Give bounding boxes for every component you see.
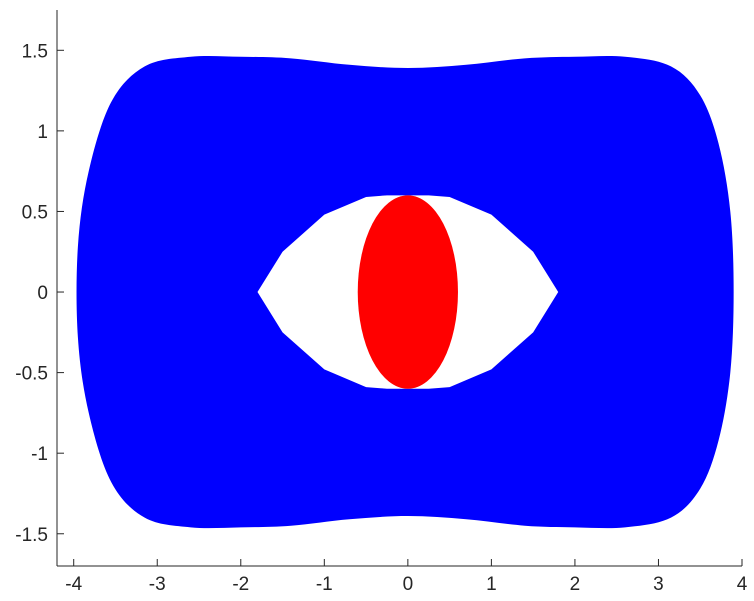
red-ellipse [357,195,458,389]
y-tick-label: 0 [37,283,48,304]
y-tick-label: 1 [37,122,48,143]
x-tick-label: -1 [316,574,333,595]
axes: -4 -3 -2 -1 0 1 2 3 4 -1.5 -1 -0.5 0 0.5 1 1.5 [15,10,748,595]
x-axis-ticks: -4 -3 -2 -1 0 1 2 3 4 [65,559,748,595]
y-tick-label: -0.5 [15,364,48,385]
y-axis-ticks: -1.5 -1 -0.5 0 0.5 1 1.5 [15,41,64,546]
x-tick-label: 4 [737,574,748,595]
x-tick-label: 3 [653,574,664,595]
x-tick-label: -3 [149,574,166,595]
plot-regions [76,55,734,529]
x-tick-label: 1 [486,574,497,595]
y-tick-label: 1.5 [22,41,48,62]
x-tick-label: -2 [232,574,249,595]
y-tick-label: -1 [31,444,48,465]
y-tick-label: 0.5 [22,202,48,223]
x-tick-label: 0 [403,574,414,595]
x-tick-label: 2 [570,574,581,595]
blue-region [76,55,734,529]
y-tick-label: -1.5 [15,525,48,546]
x-tick-label: -4 [65,574,82,595]
